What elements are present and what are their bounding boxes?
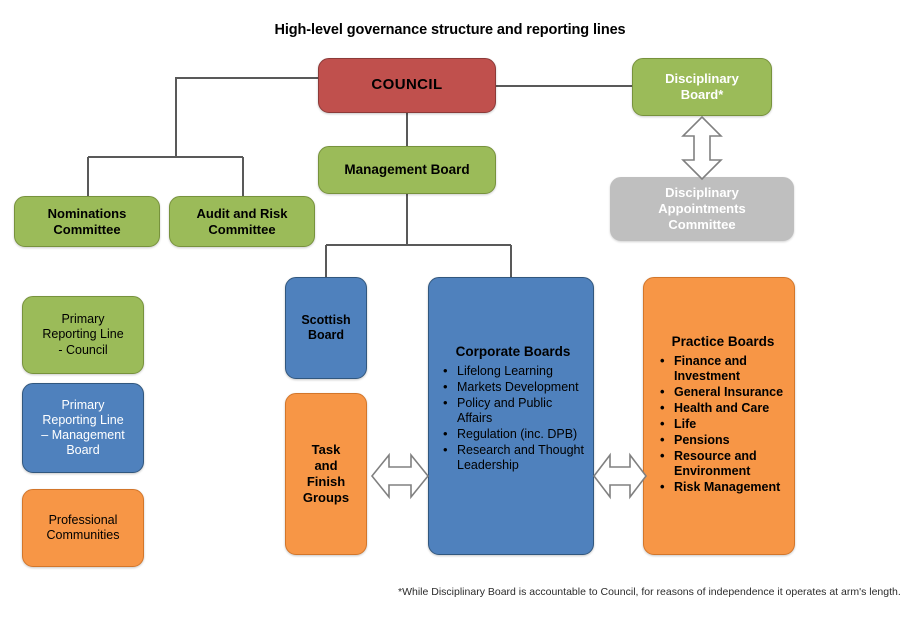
node-disciplinary-appointments-committee-label: Disciplinary Appointments Committee — [658, 185, 746, 232]
list-item: Finance and Investment — [658, 353, 788, 384]
node-disciplinary-appointments-committee[interactable]: Disciplinary Appointments Committee — [610, 177, 794, 241]
node-corporate-boards[interactable]: Corporate Boards Lifelong Learning Marke… — [428, 277, 594, 555]
practice-boards-list: Finance and Investment General Insurance… — [658, 353, 788, 495]
double-arrow-horizontal-task-corporate — [370, 452, 430, 500]
list-item: Policy and Public Affairs — [441, 395, 585, 426]
node-audit-risk-committee-label: Audit and Risk Committee — [196, 205, 288, 237]
node-management-board[interactable]: Management Board — [318, 146, 496, 194]
edge-council-committees-trunk — [175, 77, 318, 157]
list-item: Resource and Environment — [658, 448, 788, 479]
list-item: Health and Care — [658, 400, 788, 416]
page-title: High-level governance structure and repo… — [274, 22, 626, 38]
list-item: Life — [658, 416, 788, 432]
node-nominations-committee[interactable]: Nominations Committee — [14, 196, 160, 247]
double-arrow-vertical-disciplinary — [681, 115, 723, 181]
legend-primary-reporting-line-management-board-label: Primary Reporting Line – Management Boar… — [41, 397, 125, 458]
node-task-and-finish-groups-label: Task and Finish Groups — [302, 442, 350, 505]
list-item: General Insurance — [658, 384, 788, 400]
node-audit-risk-committee[interactable]: Audit and Risk Committee — [169, 196, 315, 247]
node-nominations-committee-label: Nominations Committee — [47, 205, 127, 237]
node-task-and-finish-groups[interactable]: Task and Finish Groups — [285, 393, 367, 555]
node-scottish-board[interactable]: Scottish Board — [285, 277, 367, 379]
legend-primary-reporting-line-council-label: Primary Reporting Line - Council — [42, 312, 124, 357]
legend-professional-communities: Professional Communities — [22, 489, 144, 567]
node-scottish-board-label: Scottish Board — [301, 312, 351, 342]
legend-professional-communities-label: Professional Communities — [46, 512, 120, 542]
node-council[interactable]: COUNCIL — [318, 58, 496, 113]
node-disciplinary-board[interactable]: Disciplinary Board* — [632, 58, 772, 116]
node-practice-boards[interactable]: Practice Boards Finance and Investment G… — [643, 277, 795, 555]
double-arrow-horizontal-corporate-practice — [592, 452, 648, 500]
list-item: Research and Thought Leadership — [441, 442, 585, 473]
node-practice-boards-heading: Practice Boards — [671, 334, 775, 349]
corporate-boards-list: Lifelong Learning Markets Development Po… — [441, 363, 585, 473]
footnote: *While Disciplinary Board is accountable… — [398, 586, 900, 598]
list-item: Risk Management — [658, 479, 788, 495]
list-item: Regulation (inc. DPB) — [441, 426, 585, 442]
list-item: Markets Development — [441, 379, 585, 395]
node-disciplinary-board-label: Disciplinary Board* — [665, 71, 739, 102]
list-item: Lifelong Learning — [441, 363, 585, 379]
node-management-board-label: Management Board — [344, 161, 470, 177]
legend-primary-reporting-line-council: Primary Reporting Line - Council — [22, 296, 144, 374]
list-item: Pensions — [658, 432, 788, 448]
node-corporate-boards-heading: Corporate Boards — [455, 344, 571, 359]
node-council-label: COUNCIL — [371, 76, 443, 94]
legend-primary-reporting-line-management-board: Primary Reporting Line – Management Boar… — [22, 383, 144, 473]
